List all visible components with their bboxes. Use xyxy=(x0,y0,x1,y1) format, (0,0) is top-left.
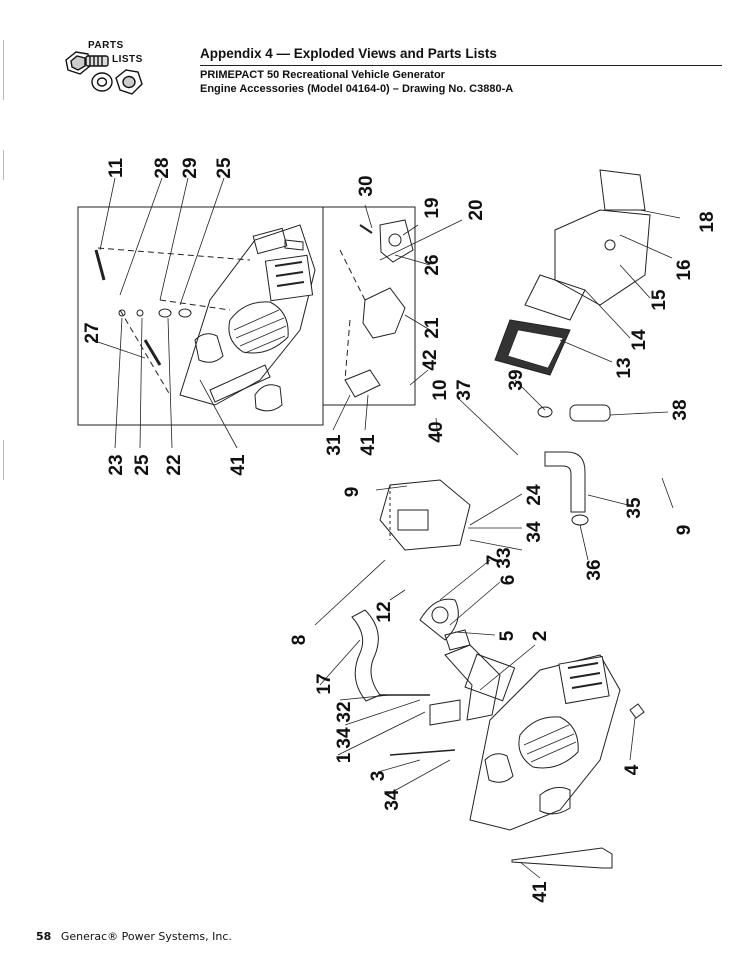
callout-number: 17 xyxy=(314,673,335,694)
callout-number: 11 xyxy=(106,158,127,179)
fuel-line-part xyxy=(143,339,162,366)
callout-number: 10 xyxy=(430,379,451,400)
callout-number: 2 xyxy=(530,631,551,642)
callout-number: 8 xyxy=(289,635,310,646)
page-header: PARTS LISTS Appendix 4 — Exploded Views … xyxy=(0,0,737,100)
callout-number: 4 xyxy=(622,764,643,775)
scan-margin-mark xyxy=(3,40,4,100)
callout-number: 25 xyxy=(214,157,235,179)
callout-number: 25 xyxy=(132,454,153,476)
air-cleaner-assembly xyxy=(494,169,651,376)
callout-number: 29 xyxy=(180,157,201,178)
callout-number: 41 xyxy=(228,454,249,476)
callout-number: 16 xyxy=(674,259,695,280)
callout-number: 39 xyxy=(506,369,527,390)
tool-41 xyxy=(511,847,613,869)
callout-number: 41 xyxy=(530,881,551,903)
callout-number: 32 xyxy=(334,701,355,722)
muffler-exhaust xyxy=(537,404,611,526)
page-footer: 58 Generac® Power Systems, Inc. xyxy=(36,930,232,943)
drawing-subtitle: Engine Accessories (Model 04164-0) – Dra… xyxy=(200,83,514,95)
callout-number: 24 xyxy=(524,484,545,506)
callout-number: 15 xyxy=(649,289,670,311)
callout-number: 23 xyxy=(106,454,127,475)
callout-number: 26 xyxy=(422,254,443,275)
dashed-guide-lines xyxy=(97,247,366,396)
callout-number: 34 xyxy=(524,521,545,543)
footer-company: Generac® Power Systems, Inc. xyxy=(60,930,232,943)
carburetor-box xyxy=(379,479,471,651)
callout-number: 31 xyxy=(324,434,345,456)
callout-number: 28 xyxy=(152,157,173,178)
callout-number: 5 xyxy=(497,630,518,641)
callout-number: 6 xyxy=(498,575,519,586)
exhaust-pipe xyxy=(380,644,516,756)
callout-number: 13 xyxy=(614,357,635,378)
callout-number: 35 xyxy=(624,497,645,519)
callout-number: 9 xyxy=(674,525,695,536)
engine-illustration-bottom xyxy=(469,654,645,831)
logo-text-lists: LISTS xyxy=(112,54,143,65)
callout-number: 22 xyxy=(164,454,185,475)
callout-number: 1 xyxy=(334,752,355,763)
callout-number: 7 xyxy=(484,555,505,566)
document-subtitle: PRIMEPACT 50 Recreational Vehicle Genera… xyxy=(200,69,445,81)
callout-number: 21 xyxy=(422,317,443,339)
callout-number: 14 xyxy=(629,329,650,351)
callout-number: 18 xyxy=(697,211,718,232)
callout-numbers: 11 28 29 25 30 19 20 26 21 42 27 23 25 2… xyxy=(82,157,718,903)
scan-margin-mark xyxy=(3,440,4,480)
callout-number: 34 xyxy=(334,727,355,749)
callout-number: 41 xyxy=(358,434,379,456)
callout-number: 3 xyxy=(368,771,389,782)
callout-number: 20 xyxy=(466,199,487,220)
callout-number: 9 xyxy=(342,487,363,498)
fuel-line-part xyxy=(94,249,106,281)
callout-number: 33 xyxy=(494,547,515,568)
callout-number: 27 xyxy=(82,322,103,343)
carburetor-linkage xyxy=(344,219,414,398)
intake-hose xyxy=(351,609,381,702)
callout-leader-lines xyxy=(91,177,681,879)
scan-margin-mark xyxy=(3,150,4,180)
callout-number: 37 xyxy=(454,379,475,400)
callout-number: 40 xyxy=(426,421,447,442)
callout-number: 34 xyxy=(382,789,403,811)
appendix-title: Appendix 4 — Exploded Views and Parts Li… xyxy=(200,46,497,61)
inset-box-right xyxy=(322,206,416,406)
callout-number: 38 xyxy=(670,399,691,420)
engine-illustration-top xyxy=(179,224,316,412)
callout-number: 19 xyxy=(422,197,443,218)
callout-number: 12 xyxy=(374,601,395,622)
logo-text-parts: PARTS xyxy=(88,40,124,51)
parts-lists-logo xyxy=(65,51,143,95)
page-number: 58 xyxy=(36,930,52,943)
callout-number: 42 xyxy=(420,349,441,370)
callout-number: 30 xyxy=(356,175,377,196)
header-rule xyxy=(200,65,722,66)
callout-number: 36 xyxy=(584,559,605,580)
